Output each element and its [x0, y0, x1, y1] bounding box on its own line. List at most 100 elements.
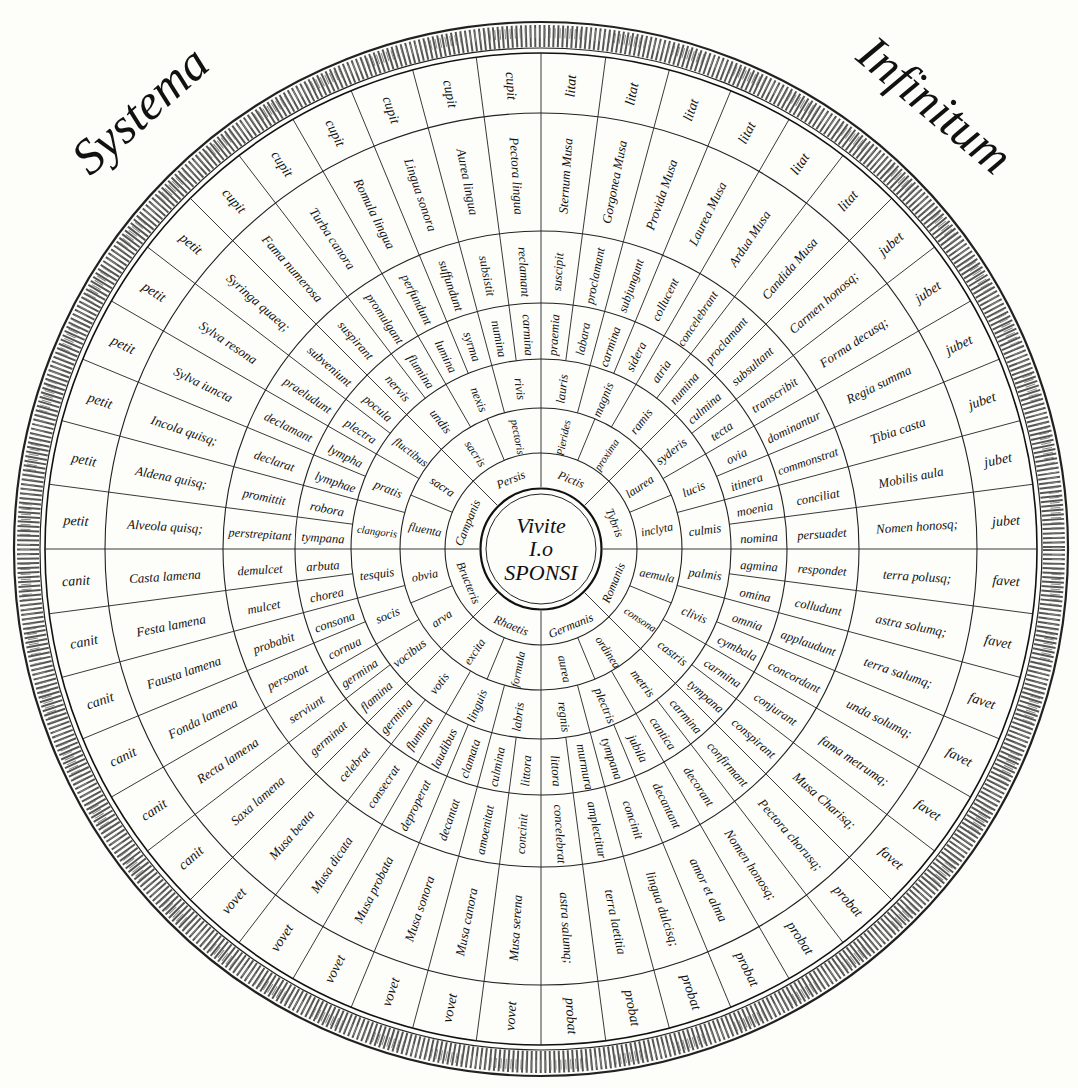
- cell-divider: [411, 586, 453, 603]
- ring-cell-word: unda solumq;: [844, 697, 914, 741]
- ring-cell-word: Pectora chorusq;: [754, 797, 825, 875]
- ring-cell-word: syderis: [654, 436, 690, 468]
- ring-cell-word: carmina: [519, 314, 535, 356]
- ring-cell-word: canit: [62, 573, 91, 590]
- ring-cell-word: culmis: [688, 522, 722, 540]
- ring-cell-word: Lingua sonora: [401, 157, 439, 234]
- ring-cell-word: probat: [732, 949, 762, 989]
- ring-cell-word: clangoris: [356, 524, 397, 541]
- ring-cell-word: sacra: [428, 474, 458, 500]
- ring-cell-word: metris: [627, 668, 657, 701]
- cell-divider: [637, 549, 682, 550]
- ring-cell-word: magnis: [591, 381, 618, 420]
- ring-cell-word: mulcet: [247, 598, 282, 618]
- ring-cell-word: clivis: [679, 605, 709, 628]
- cell-divider: [111, 767, 163, 797]
- ring-cell-word: lingua dulcisq;: [643, 870, 682, 949]
- ring-cell-word: Musa sonora: [402, 874, 437, 943]
- circle-border: [481, 489, 602, 610]
- ring-cell-word: applaudunt: [779, 628, 837, 659]
- ring-cell-word: aemula: [639, 566, 676, 586]
- ring-cell-word: declarat: [252, 449, 296, 475]
- ring-cell-word: petit: [70, 450, 97, 470]
- rim-border: [45, 53, 1037, 1045]
- cell-divider: [541, 611, 542, 645]
- cell-divider: [476, 981, 484, 1040]
- cell-divider: [226, 581, 297, 590]
- ring-cell-word: favet: [913, 796, 944, 824]
- ring-cell-word: persuadet: [797, 526, 847, 543]
- cell-divider: [630, 586, 672, 603]
- cell-divider: [541, 867, 542, 985]
- ring-cell-word: ordinea: [592, 634, 623, 671]
- ring-cell-word: ramis: [628, 406, 656, 437]
- cell-divider: [856, 591, 973, 606]
- cell-divider: [598, 57, 606, 116]
- ring-cell-word: excita: [462, 636, 489, 667]
- rim-outer-line: [14, 22, 1068, 1076]
- cell-divider: [541, 739, 542, 795]
- ring-cell-word: agmina: [739, 559, 777, 575]
- cell-divider: [226, 507, 297, 516]
- ring-cell-word: pratis: [372, 478, 404, 502]
- ring-cell-word: probat: [563, 997, 581, 1035]
- ring-cell-word: Carmen honosq;: [787, 269, 862, 337]
- cell-divider: [708, 952, 731, 1007]
- ring-cell-word: undis: [427, 407, 454, 437]
- ring-cell-word: flamina: [358, 679, 396, 715]
- cell-divider: [541, 985, 542, 1045]
- cell-divider: [944, 359, 999, 382]
- cell-divider: [759, 927, 789, 979]
- ring-cell-word: concinit: [619, 799, 645, 842]
- ring-cell-word: atria: [650, 358, 675, 386]
- ring-cell-word: arva: [430, 607, 456, 630]
- ring-cell-word: promittit: [242, 487, 287, 509]
- ring-cell-word: lauris: [554, 374, 571, 405]
- ring-cell-word: jubet: [913, 278, 945, 306]
- ring-cell-word: personat: [265, 662, 310, 694]
- cell-divider: [677, 500, 724, 513]
- cell-divider: [459, 787, 478, 857]
- cell-divider: [239, 895, 276, 943]
- ring-cell-word: praeludunt: [280, 375, 333, 417]
- cell-divider: [677, 585, 724, 598]
- circle-inner-border: [486, 494, 596, 604]
- cell-divider: [62, 421, 120, 437]
- ring-cell-word: Casta lamena: [128, 567, 201, 586]
- ring-cell-word: Regia summa: [844, 363, 913, 407]
- cell-divider: [83, 359, 138, 382]
- ring-cell-word: numina: [667, 370, 702, 407]
- ring-cell-word: Provida Musa: [644, 158, 681, 232]
- ring-line: [105, 113, 977, 985]
- rim-band: [28, 36, 1054, 1062]
- ring-cell-word: cupit: [268, 148, 296, 180]
- cell-divider: [787, 549, 859, 550]
- ring-cell-word: conspirant: [728, 716, 777, 762]
- ring-cell-word: litat: [622, 81, 641, 106]
- ring-cell-word: lymphae: [312, 470, 357, 497]
- ring-cell-word: Romanis: [600, 561, 628, 605]
- ring-cell-word: laurea: [623, 473, 656, 501]
- ring-cell-word: probat: [678, 972, 704, 1012]
- ring-cell-word: litat: [787, 150, 812, 177]
- ring-cell-word: flumina: [404, 715, 437, 754]
- ring-cell-word: Alveola quisq;: [127, 518, 203, 537]
- cell-divider: [509, 737, 516, 793]
- cell-divider: [357, 500, 404, 513]
- ring-cell-word: tympana: [684, 677, 725, 716]
- ring-cell-word: obvia: [410, 567, 439, 585]
- cell-divider: [295, 549, 351, 550]
- cell-divider: [541, 53, 542, 113]
- cell-divider: [400, 549, 445, 550]
- cell-divider: [541, 408, 542, 453]
- ring-cell-word: jubet: [992, 512, 1021, 529]
- cell-divider: [541, 113, 542, 231]
- ring-cell-word: favet: [876, 843, 907, 873]
- ring-line: [295, 303, 787, 795]
- ring-cell-word: favet: [992, 573, 1020, 590]
- ring-cell-word: Forma decusq;: [818, 315, 892, 371]
- cell-divider: [446, 384, 471, 426]
- cell-divider: [148, 814, 196, 851]
- ring-cell-word: vocibus: [390, 637, 429, 671]
- ring-cell-word: fluenta: [407, 520, 442, 539]
